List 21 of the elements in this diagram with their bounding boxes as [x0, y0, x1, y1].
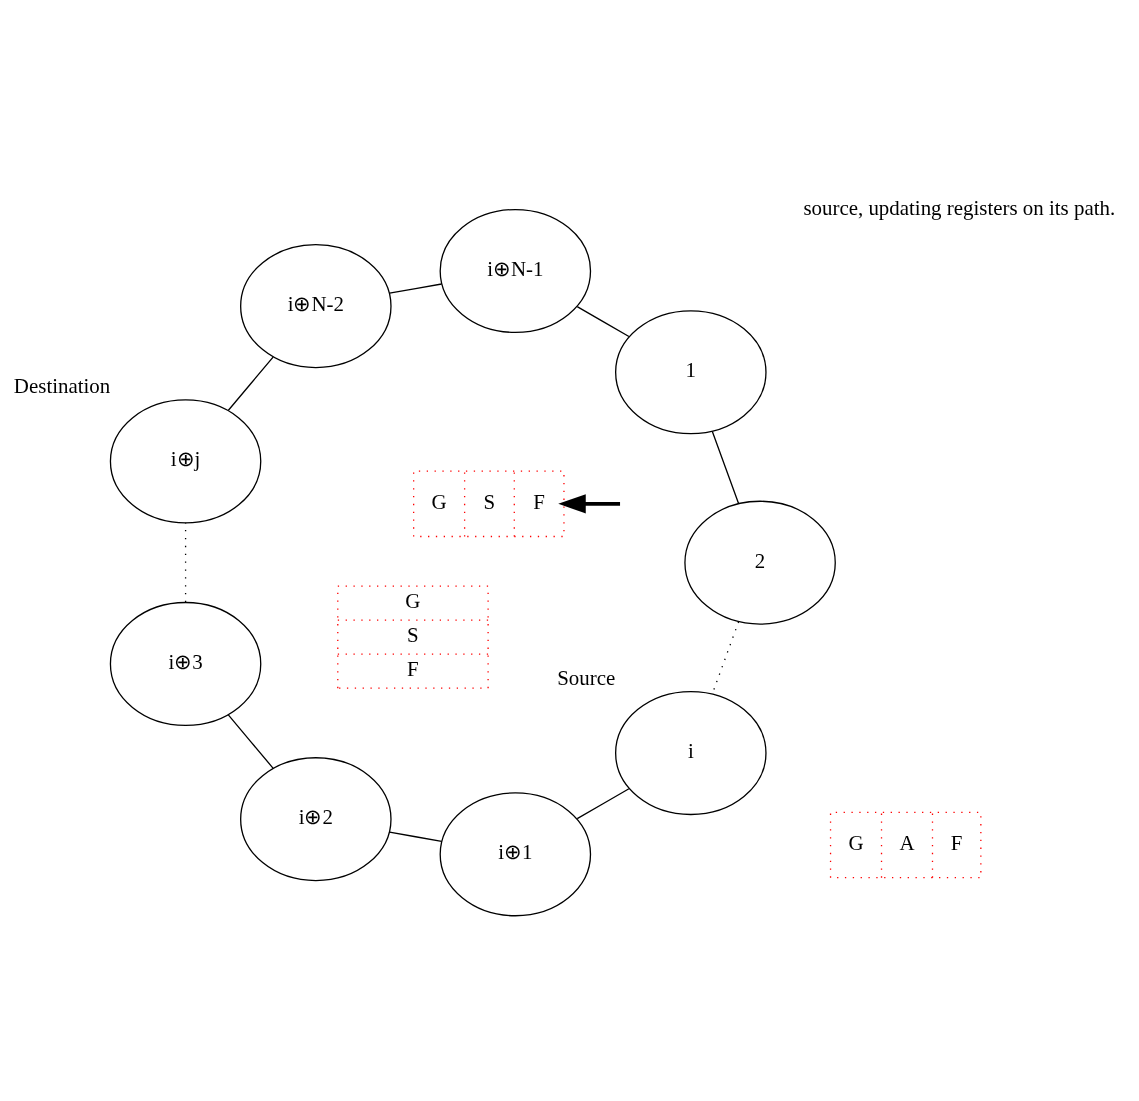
node-ellipse: i⊕1 [439, 791, 592, 916]
node-ellipse: i⊕N-1 [439, 208, 592, 333]
arrow [558, 493, 621, 513]
connector [388, 831, 443, 842]
node-label: Destination [13, 373, 111, 398]
connector [227, 713, 274, 769]
connector [576, 305, 630, 337]
node-ellipse: 2 [684, 500, 836, 625]
connector [184, 521, 187, 603]
connector [576, 787, 630, 819]
node-ellipse: i⊕3 [109, 601, 262, 726]
node-ellipse: i⊕N-2 [240, 243, 392, 368]
connector [711, 430, 740, 504]
connector [388, 282, 443, 294]
node-ellipse: i [615, 690, 767, 815]
connector [227, 355, 274, 411]
node-label: Source [557, 665, 616, 690]
node-ellipse: i⊕2 [240, 756, 392, 881]
label: source, updating registers on its path. [803, 195, 1116, 220]
node-ellipse: i⊕j [109, 398, 262, 523]
node-ellipse: 1 [615, 309, 767, 434]
